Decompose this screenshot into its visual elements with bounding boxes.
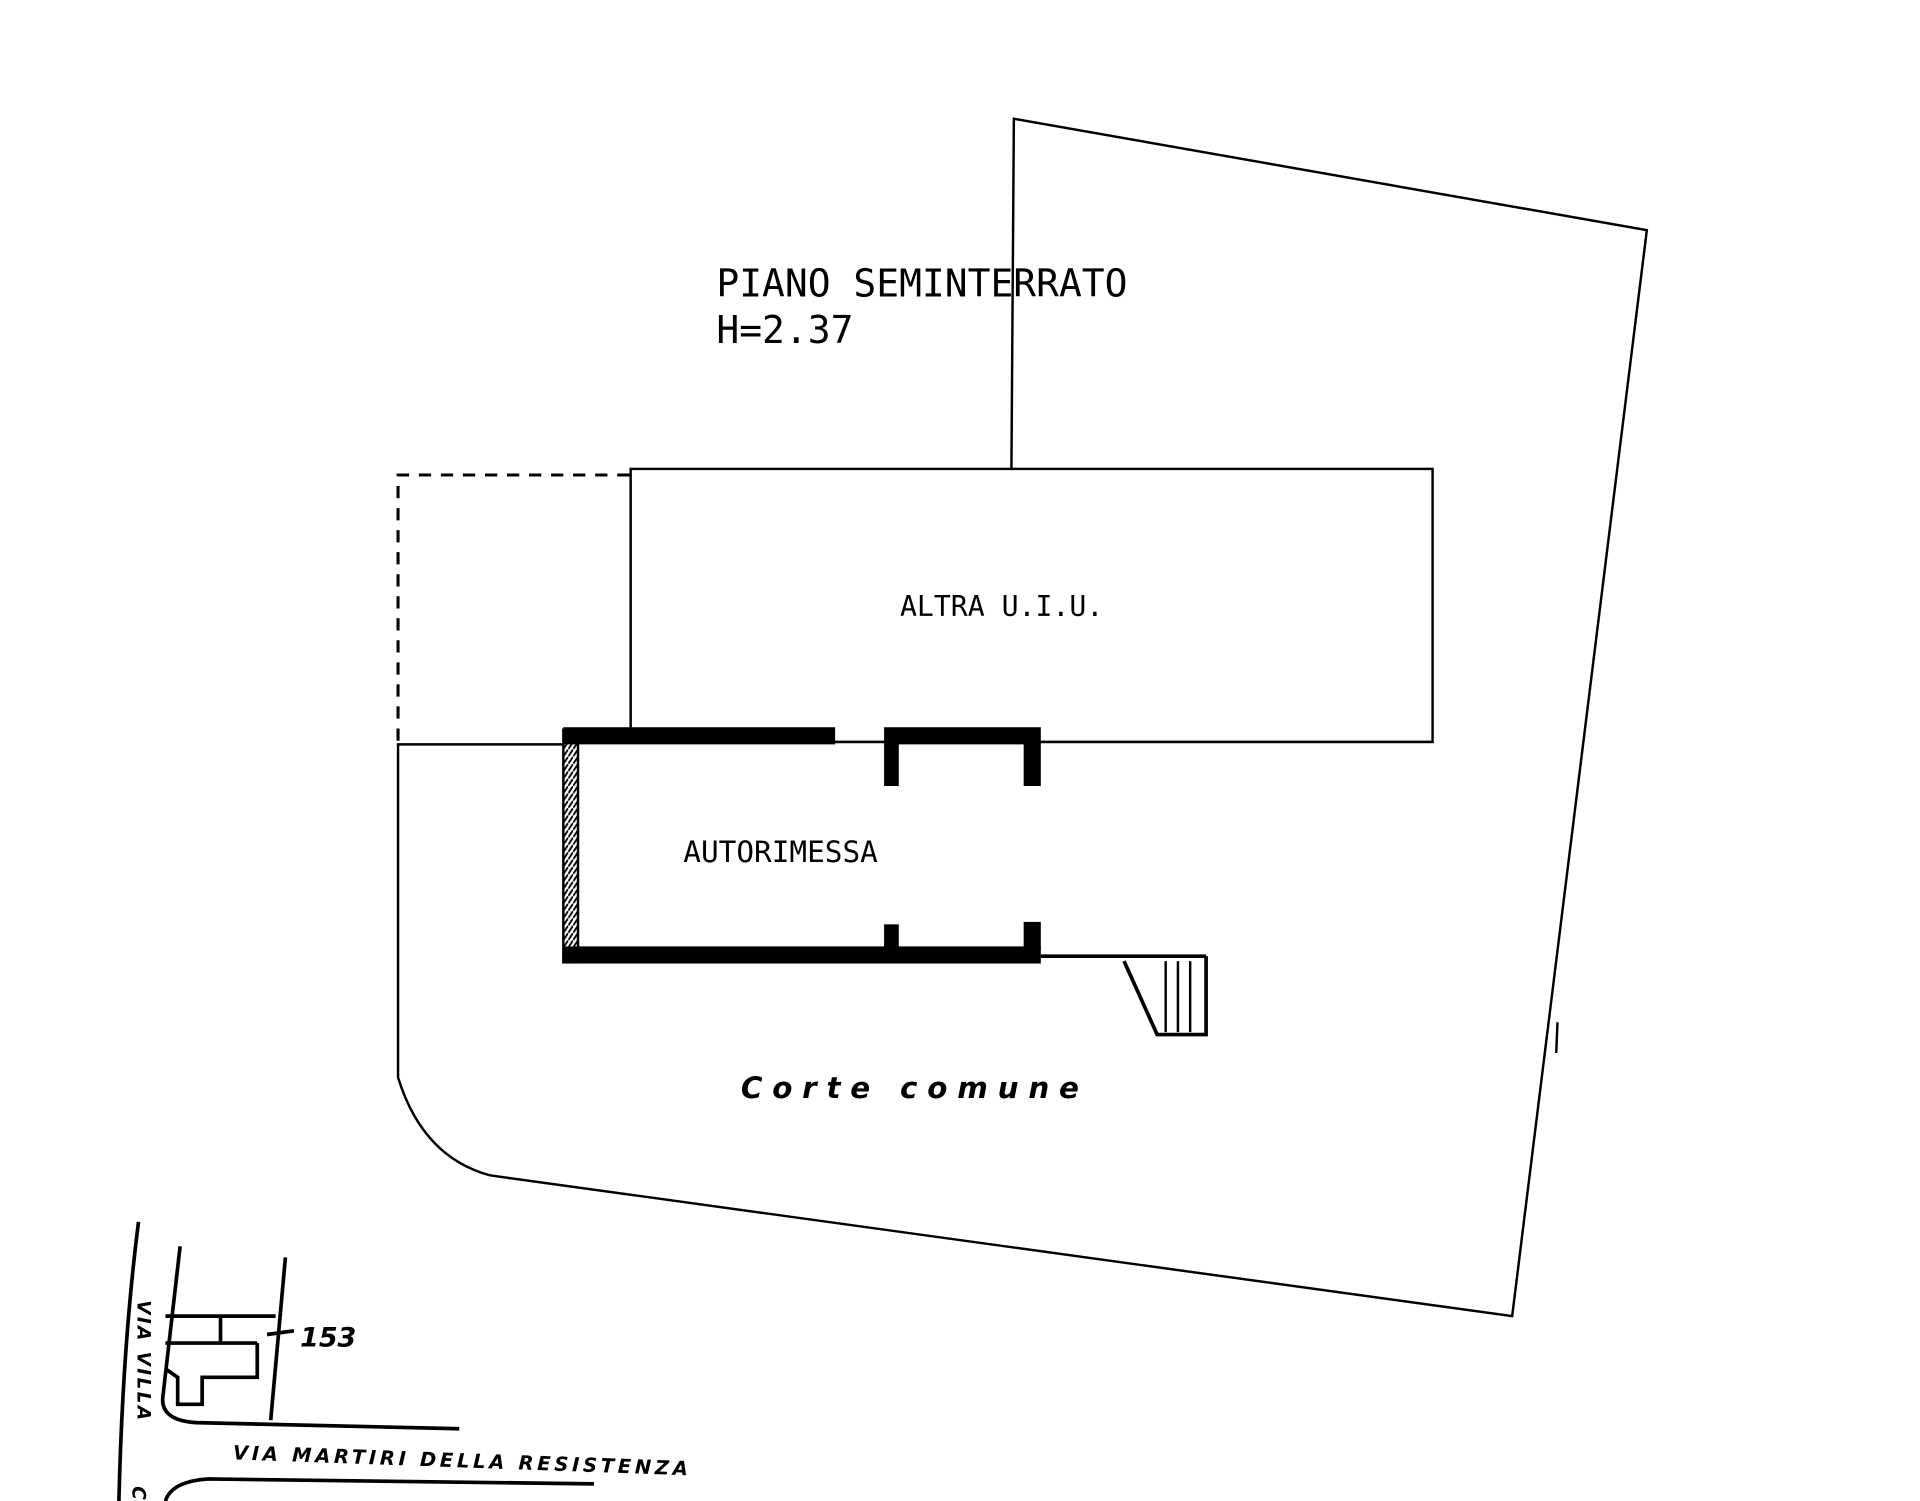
dashed-outline <box>396 473 631 741</box>
plan-title: PIANO SEMINTERRATO <box>716 261 1127 305</box>
plan-height: H=2.37 <box>716 308 853 352</box>
street-via-martiri: VIA MARTIRI DELLA RESISTENZA <box>233 1441 692 1480</box>
street-fragment: C <box>127 1486 148 1500</box>
property-boundary <box>396 117 1649 1318</box>
exterior-stair <box>1040 954 1208 1037</box>
location-sketch <box>117 1221 594 1501</box>
parcel-number: 153 <box>300 1323 356 1354</box>
courtyard-label: Corte comune <box>741 1071 1089 1105</box>
garage-walls <box>562 727 1041 964</box>
street-via-villa: VIA VILLA <box>132 1300 153 1422</box>
other-unit-label: ALTRA U.I.U. <box>900 590 1103 623</box>
garage-label: AUTORIMESSA <box>683 835 878 869</box>
